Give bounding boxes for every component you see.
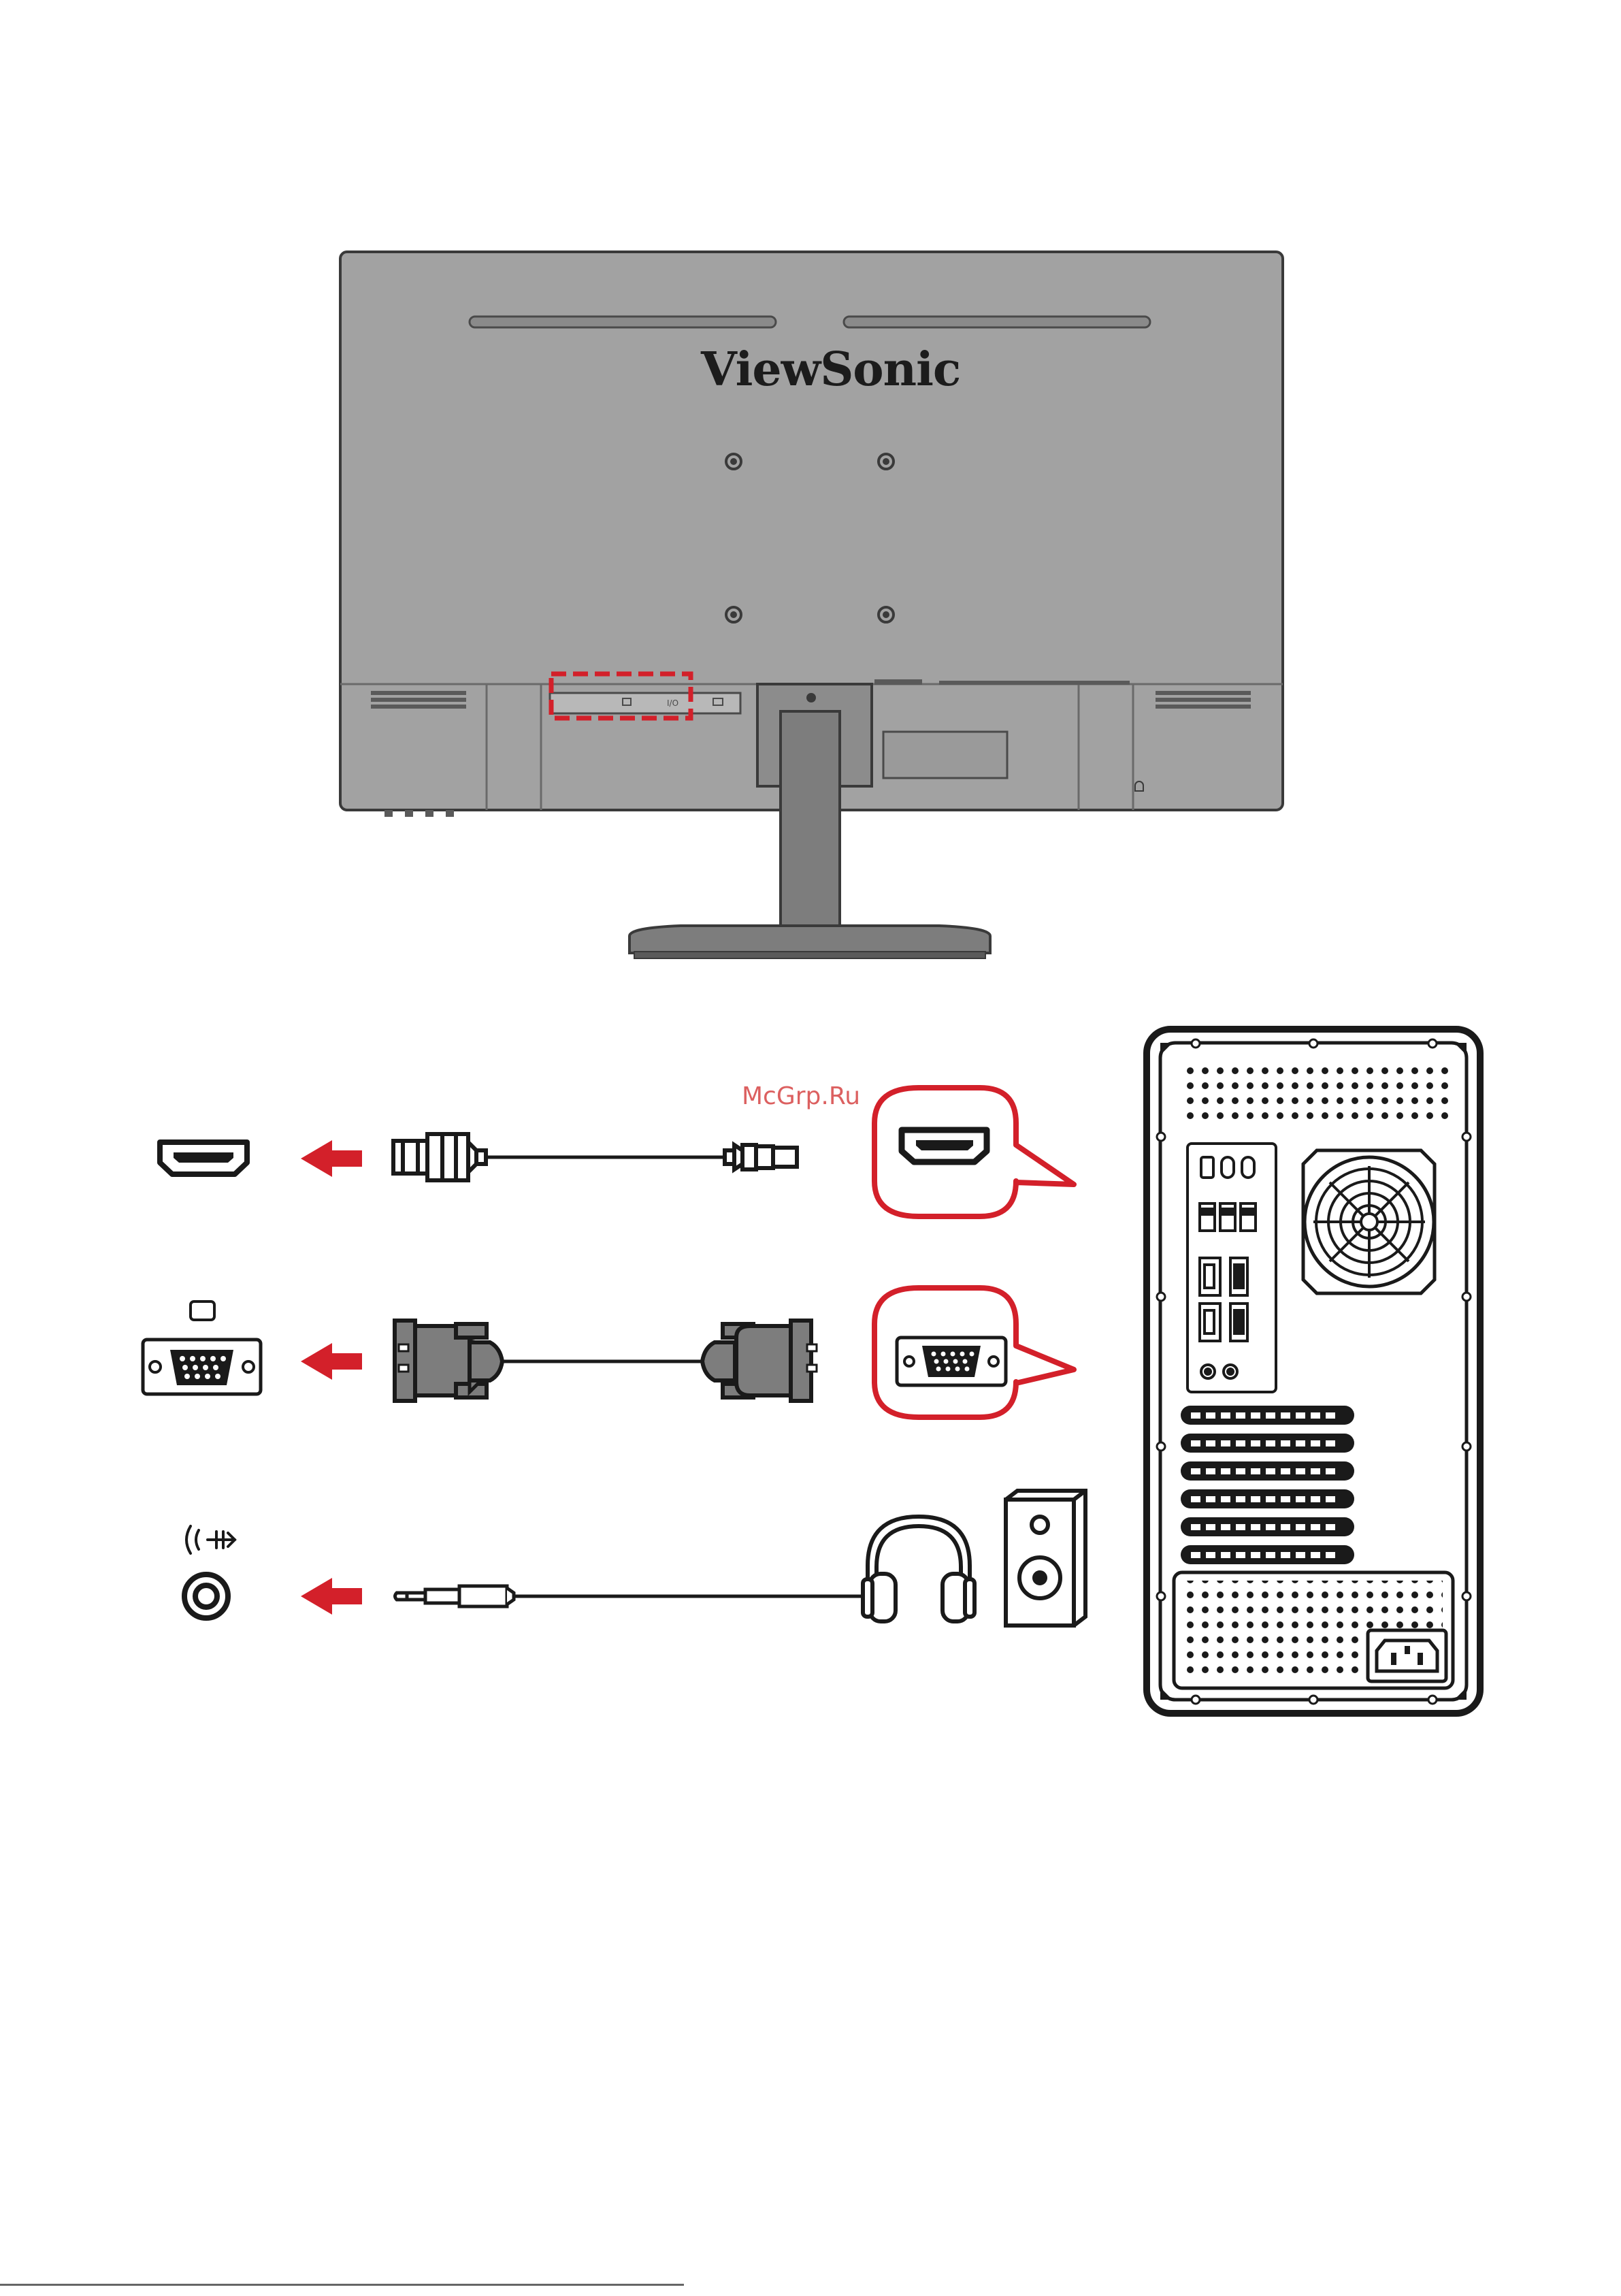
audio-cable-icon <box>395 1586 879 1606</box>
hdmi-row <box>160 1088 1074 1216</box>
fan-icon <box>1303 1150 1435 1293</box>
top-vent-left <box>470 317 776 327</box>
side-vent-right <box>1156 691 1251 709</box>
port-panel <box>550 693 740 713</box>
stand-neck <box>781 711 840 928</box>
vga-port-icon <box>143 1340 261 1394</box>
hdmi-port-callout-icon <box>874 1088 1074 1216</box>
audio-row <box>184 1491 1085 1626</box>
speaker-icon <box>1006 1491 1085 1626</box>
vga-row <box>143 1288 1074 1417</box>
power-supply <box>1174 1572 1453 1688</box>
vga-port-callout-icon <box>874 1288 1074 1417</box>
svg-text:I/O: I/O <box>667 698 678 708</box>
left-arrow-icon <box>301 1578 362 1615</box>
audio-out-label-icon <box>186 1526 235 1553</box>
footer-rule <box>0 2284 684 2286</box>
watermark: McGrp.Ru <box>742 1082 860 1110</box>
headphones-icon <box>863 1517 975 1621</box>
left-arrow-icon <box>301 1343 362 1380</box>
audio-out-jack-icon <box>184 1574 228 1618</box>
vga-cable-icon <box>395 1321 817 1401</box>
pc-tower <box>1147 1029 1480 1713</box>
top-vent-right <box>844 317 1150 327</box>
side-vent-left <box>371 691 466 709</box>
label-plate <box>883 732 1007 778</box>
monitor-brand-logo: ViewSonic <box>701 342 960 397</box>
top-vent-grid <box>1181 1062 1450 1123</box>
stand-base <box>629 926 990 953</box>
monitor-input-icon <box>191 1301 214 1320</box>
hdmi-port-icon <box>160 1142 247 1174</box>
left-arrow-icon <box>301 1140 362 1177</box>
hdmi-cable-icon <box>393 1134 797 1180</box>
